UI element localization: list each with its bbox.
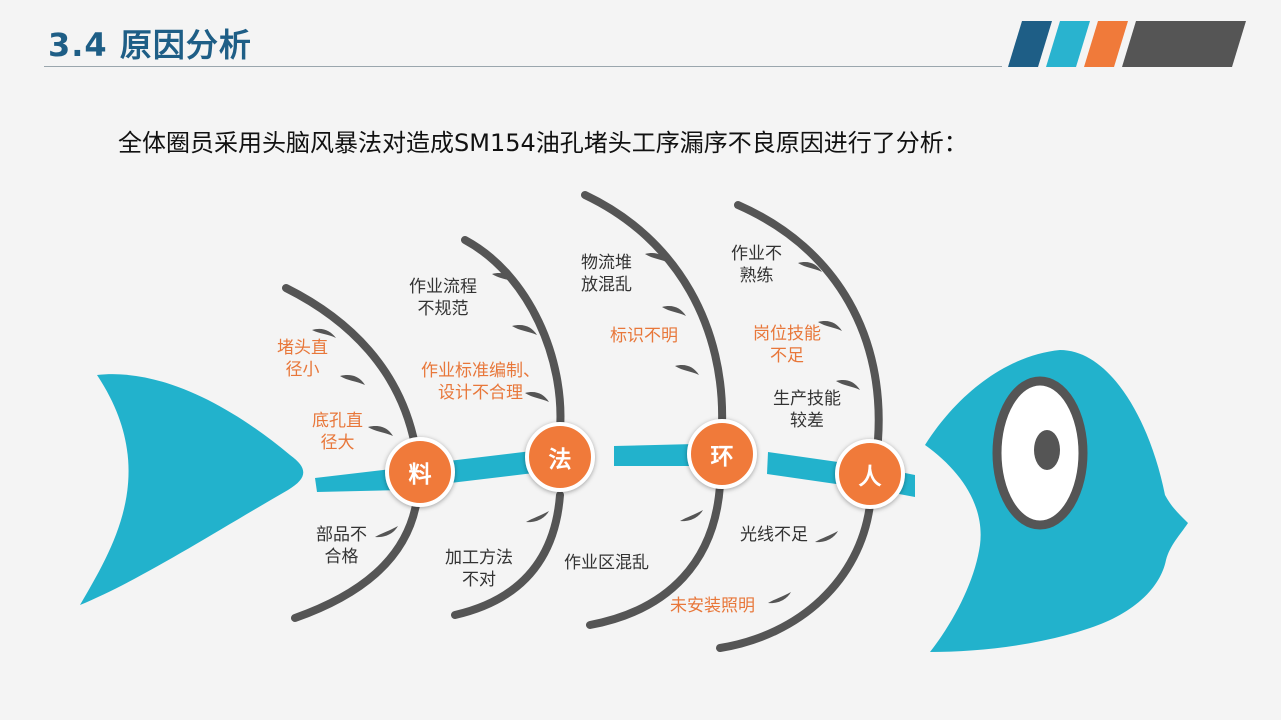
title-divider (44, 66, 1002, 67)
cause-people-bottom-2: 未安装照明 (670, 596, 755, 616)
hook (312, 328, 336, 338)
rib-people-top (734, 201, 883, 444)
spine-segment-4 (767, 452, 852, 486)
cause-people-top-3: 生产技能较差 (773, 389, 841, 431)
category-environment: 环 (687, 419, 757, 489)
stripe-teal (1046, 21, 1090, 67)
cause-people-bottom-1: 光线不足 (740, 525, 808, 545)
rib-method-top (461, 236, 565, 434)
fish-tail (80, 374, 304, 605)
category-method: 法 (525, 422, 595, 492)
rib-material-bottom (291, 501, 420, 622)
hook (525, 392, 549, 402)
cause-material-top-2: 底孔直径大 (312, 411, 363, 453)
cause-method-top-1: 作业流程不规范 (409, 277, 477, 319)
rib-method-bottom (451, 491, 564, 619)
page-title: 3.4 原因分析 (48, 26, 252, 64)
hook (680, 510, 703, 522)
hook (818, 321, 842, 331)
hook (768, 592, 791, 604)
hook (645, 253, 669, 263)
spine-segment-1 (315, 468, 402, 492)
hook (368, 426, 393, 436)
cause-environment-top-2: 标识不明 (610, 326, 678, 346)
rib-environment-top (581, 191, 727, 429)
hook (798, 262, 822, 272)
hook (340, 375, 365, 385)
rib-people-bottom (716, 501, 874, 652)
hook (662, 306, 686, 316)
spine-segment-2 (440, 450, 542, 484)
hook (675, 365, 699, 375)
category-people: 人 (835, 439, 905, 509)
cause-environment-top-1: 物流堆放混乱 (581, 253, 632, 295)
rib-environment-bottom (586, 481, 724, 629)
rib-hooks (312, 253, 860, 604)
stripe-orange (1084, 21, 1128, 67)
header-stripes (1008, 21, 1246, 67)
cause-method-bottom-1: 加工方法不对 (445, 548, 513, 590)
cause-people-top-2: 岗位技能不足 (753, 324, 821, 366)
stripe-gray (1122, 21, 1246, 67)
rib-material-top (282, 284, 419, 449)
hook (836, 380, 860, 390)
cause-environment-bottom-1: 作业区混乱 (564, 553, 649, 573)
hook (815, 531, 838, 543)
category-material: 料 (385, 437, 455, 507)
spine-segment-3 (614, 444, 696, 466)
hook (375, 526, 398, 538)
hook (526, 511, 549, 523)
hook (492, 273, 516, 283)
eye-pupil (1034, 430, 1060, 470)
cause-material-bottom-1: 部品不合格 (316, 525, 367, 567)
hook (512, 325, 537, 335)
cause-people-top-1: 作业不熟练 (731, 244, 782, 286)
cause-material-top-1: 堵头直径小 (277, 338, 328, 380)
subtitle: 全体圈员采用头脑风暴法对造成SM154油孔堵头工序漏序不良原因进行了分析： (118, 129, 968, 157)
cause-method-top-2: 作业标准编制、设计不合理 (421, 361, 540, 403)
stripe-navy (1008, 21, 1052, 67)
